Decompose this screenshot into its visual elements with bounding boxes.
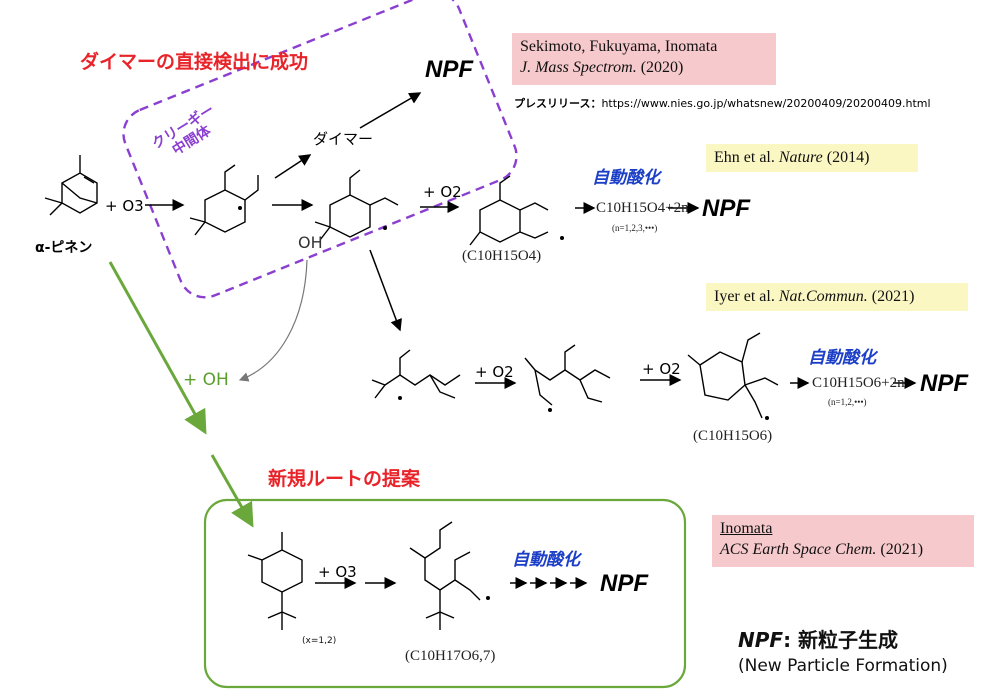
autoxidation-label-3: 自動酸化 (512, 550, 580, 570)
reference-inomata-journal: ACS Earth Space Chem. (720, 541, 877, 558)
npf-legend-abbrev: NPF (738, 628, 784, 652)
new-route-start-structure (247, 532, 303, 630)
green-route-arrow-1 (108, 261, 207, 435)
new-route-product-structure (409, 521, 481, 630)
press-release-link[interactable]: https://www.nies.go.jp/whatsnew/20200409… (601, 97, 931, 110)
npf-label-dimer: NPF (425, 56, 473, 83)
reference-sekimoto-journal: J. Mass Spectrom. (520, 59, 637, 76)
plus-o3-label-2: + O3 (318, 563, 357, 581)
npf-legend-meaning: : 新粒子生成 (783, 628, 899, 652)
reference-iyer-year: (2021) (871, 288, 915, 305)
autoxidation-label-1: 自動酸化 (592, 168, 660, 188)
plus-o2-label-2: + O2 (475, 363, 514, 381)
autoxidation-label-2: 自動酸化 (808, 348, 876, 368)
c10h15o6-structure (687, 332, 779, 419)
reference-sekimoto-authors: Sekimoto, Fukuyama, Inomata (520, 38, 718, 55)
plus-oh-label: + OH (183, 370, 229, 390)
reference-inomata: Inomata ACS Earth Space Chem. (2021) (712, 515, 974, 567)
new-route-box (203, 498, 687, 689)
formula-series-2: C10H15O6+2n (812, 375, 905, 391)
radical-structure-1 (314, 169, 399, 241)
criegee-dashed-box (122, 0, 518, 299)
formula-series-1-n: (n=1,2,3,•••) (612, 223, 658, 233)
x-note: (x=1,2) (302, 636, 337, 646)
oh-return-arrow (238, 259, 308, 382)
formula-c10h15o4: (C10H15O4) (462, 248, 542, 264)
criegee-structure (189, 164, 259, 236)
reference-inomata-year: (2021) (880, 541, 924, 558)
reference-sekimoto: Sekimoto, Fukuyama, Inomata J. Mass Spec… (512, 33, 776, 85)
formula-series-1: C10H15O4+2n (596, 200, 689, 216)
plus-o3-label-1: + O3 (105, 197, 144, 215)
plus-o2-label-3: + O2 (642, 360, 681, 378)
press-release-label: プレスリリース： (514, 97, 602, 110)
reference-iyer: Iyer et al. Nat.Commun. (2021) (706, 283, 968, 311)
npf-legend-full: (New Particle Formation) (738, 656, 948, 676)
dimer-detection-title: ダイマーの直接検出に成功 (80, 51, 309, 73)
reference-iyer-authors: Iyer et al. (714, 288, 775, 305)
formula-c10h15o6: (C10H15O6) (693, 428, 773, 444)
npf-legend: NPF: 新粒子生成 (738, 624, 898, 653)
npf-label-ehn: NPF (702, 195, 750, 222)
dimer-label: ダイマー (313, 130, 374, 148)
reference-ehn-journal: Nature (778, 149, 823, 166)
formula-series-2-n: (n=1,2,•••) (828, 397, 867, 407)
reference-ehn-authors: Ehn et al. (714, 149, 775, 166)
c10h15o4-structure (469, 175, 549, 246)
formula-c10h17o67: (C10H17O6,7) (405, 648, 496, 664)
new-route-title: 新規ルートの提案 (268, 468, 421, 490)
green-route-arrow-2 (210, 454, 254, 528)
alpha-pinene-structure (44, 155, 98, 216)
alpha-pinene-label: α-ピネン (35, 240, 93, 256)
reference-ehn-year: (2014) (826, 149, 870, 166)
open-chain-structure-1 (371, 349, 461, 399)
plus-o2-label-1: + O2 (423, 183, 462, 201)
reference-iyer-journal: Nat.Commun. (778, 288, 868, 305)
oh-label: OH (298, 233, 323, 252)
reference-ehn: Ehn et al. Nature (2014) (706, 144, 918, 172)
open-chain-structure-2 (524, 344, 611, 406)
npf-label-new-route: NPF (600, 570, 648, 597)
press-release-line: プレスリリース：https://www.nies.go.jp/whatsnew/… (514, 95, 931, 111)
npf-label-iyer: NPF (920, 370, 968, 397)
reference-inomata-author: Inomata (720, 520, 773, 537)
reference-sekimoto-year: (2020) (640, 59, 684, 76)
